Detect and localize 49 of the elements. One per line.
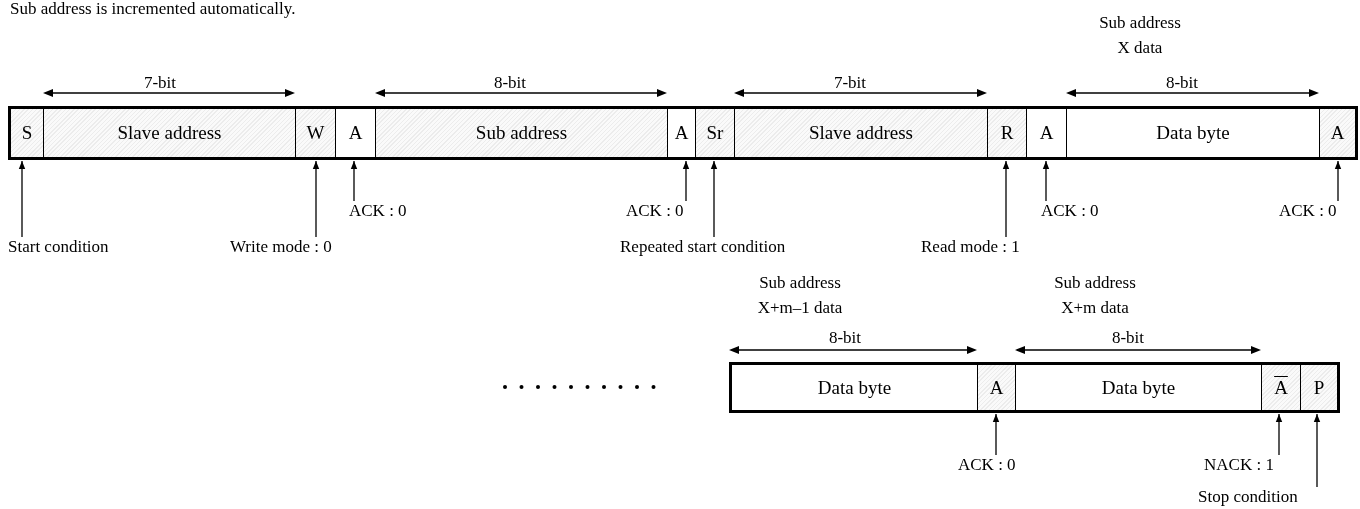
hatched-field: P — [1300, 362, 1340, 413]
hatched-field: Slave address — [734, 106, 988, 160]
annotation-text: Write mode : 0 — [230, 238, 332, 255]
leader-arrow — [1275, 413, 1283, 456]
hatched-field: Sub address — [375, 106, 668, 160]
annotation-text: ACK : 0 — [349, 202, 407, 219]
annotation-text: ACK : 0 — [958, 456, 1016, 473]
field-label: 7-bit — [833, 72, 867, 94]
leader-arrow — [312, 160, 320, 238]
note-text: Sub address is incremented automatically. — [10, 0, 296, 20]
leader-arrow — [682, 160, 690, 202]
annotation-text: ACK : 0 — [626, 202, 684, 219]
hatched-field: Slave address — [43, 106, 296, 160]
annotation-text: Read mode : 1 — [921, 238, 1020, 255]
hatched-field: Sr — [695, 106, 735, 160]
hatched-field: A — [977, 362, 1016, 413]
leader-arrow — [18, 160, 26, 238]
field-label: Sub address X data — [1098, 12, 1182, 59]
leader-arrow — [710, 160, 718, 238]
field: Data byte — [1015, 362, 1262, 413]
hatched-field: R — [987, 106, 1027, 160]
field: A — [667, 106, 696, 160]
field-label: 8-bit — [828, 327, 862, 349]
field-label: 8-bit — [493, 72, 527, 94]
field-label: Sub address X+m–1 data — [756, 272, 844, 319]
annotation-text: NACK : 1 — [1204, 456, 1274, 473]
hatched-field: A — [1261, 362, 1301, 413]
field-label: 8-bit — [1111, 327, 1145, 349]
field-label: 8-bit — [1165, 72, 1199, 94]
leader-arrow — [1042, 160, 1050, 202]
field: Data byte — [729, 362, 978, 413]
annotation-text: Stop condition — [1198, 488, 1298, 505]
hatched-field: A — [1319, 106, 1358, 160]
leader-arrow — [1002, 160, 1010, 238]
leader-arrow — [1334, 160, 1342, 202]
field-label: 7-bit — [143, 72, 177, 94]
leader-arrow — [1313, 413, 1321, 488]
annotation-text: Repeated start condition — [620, 238, 786, 255]
field-label: Sub address X+m data — [1053, 272, 1137, 319]
annotation-text: Start condition — [8, 238, 109, 255]
field: A — [1026, 106, 1067, 160]
leader-arrow — [350, 160, 358, 202]
annotation-text: ACK : 0 — [1279, 202, 1337, 219]
field: A — [335, 106, 376, 160]
annotation-text: ACK : 0 — [1041, 202, 1099, 219]
hatched-field: S — [8, 106, 44, 160]
field: Data byte — [1066, 106, 1320, 160]
leader-arrow — [992, 413, 1000, 456]
hatched-field: W — [295, 106, 336, 160]
